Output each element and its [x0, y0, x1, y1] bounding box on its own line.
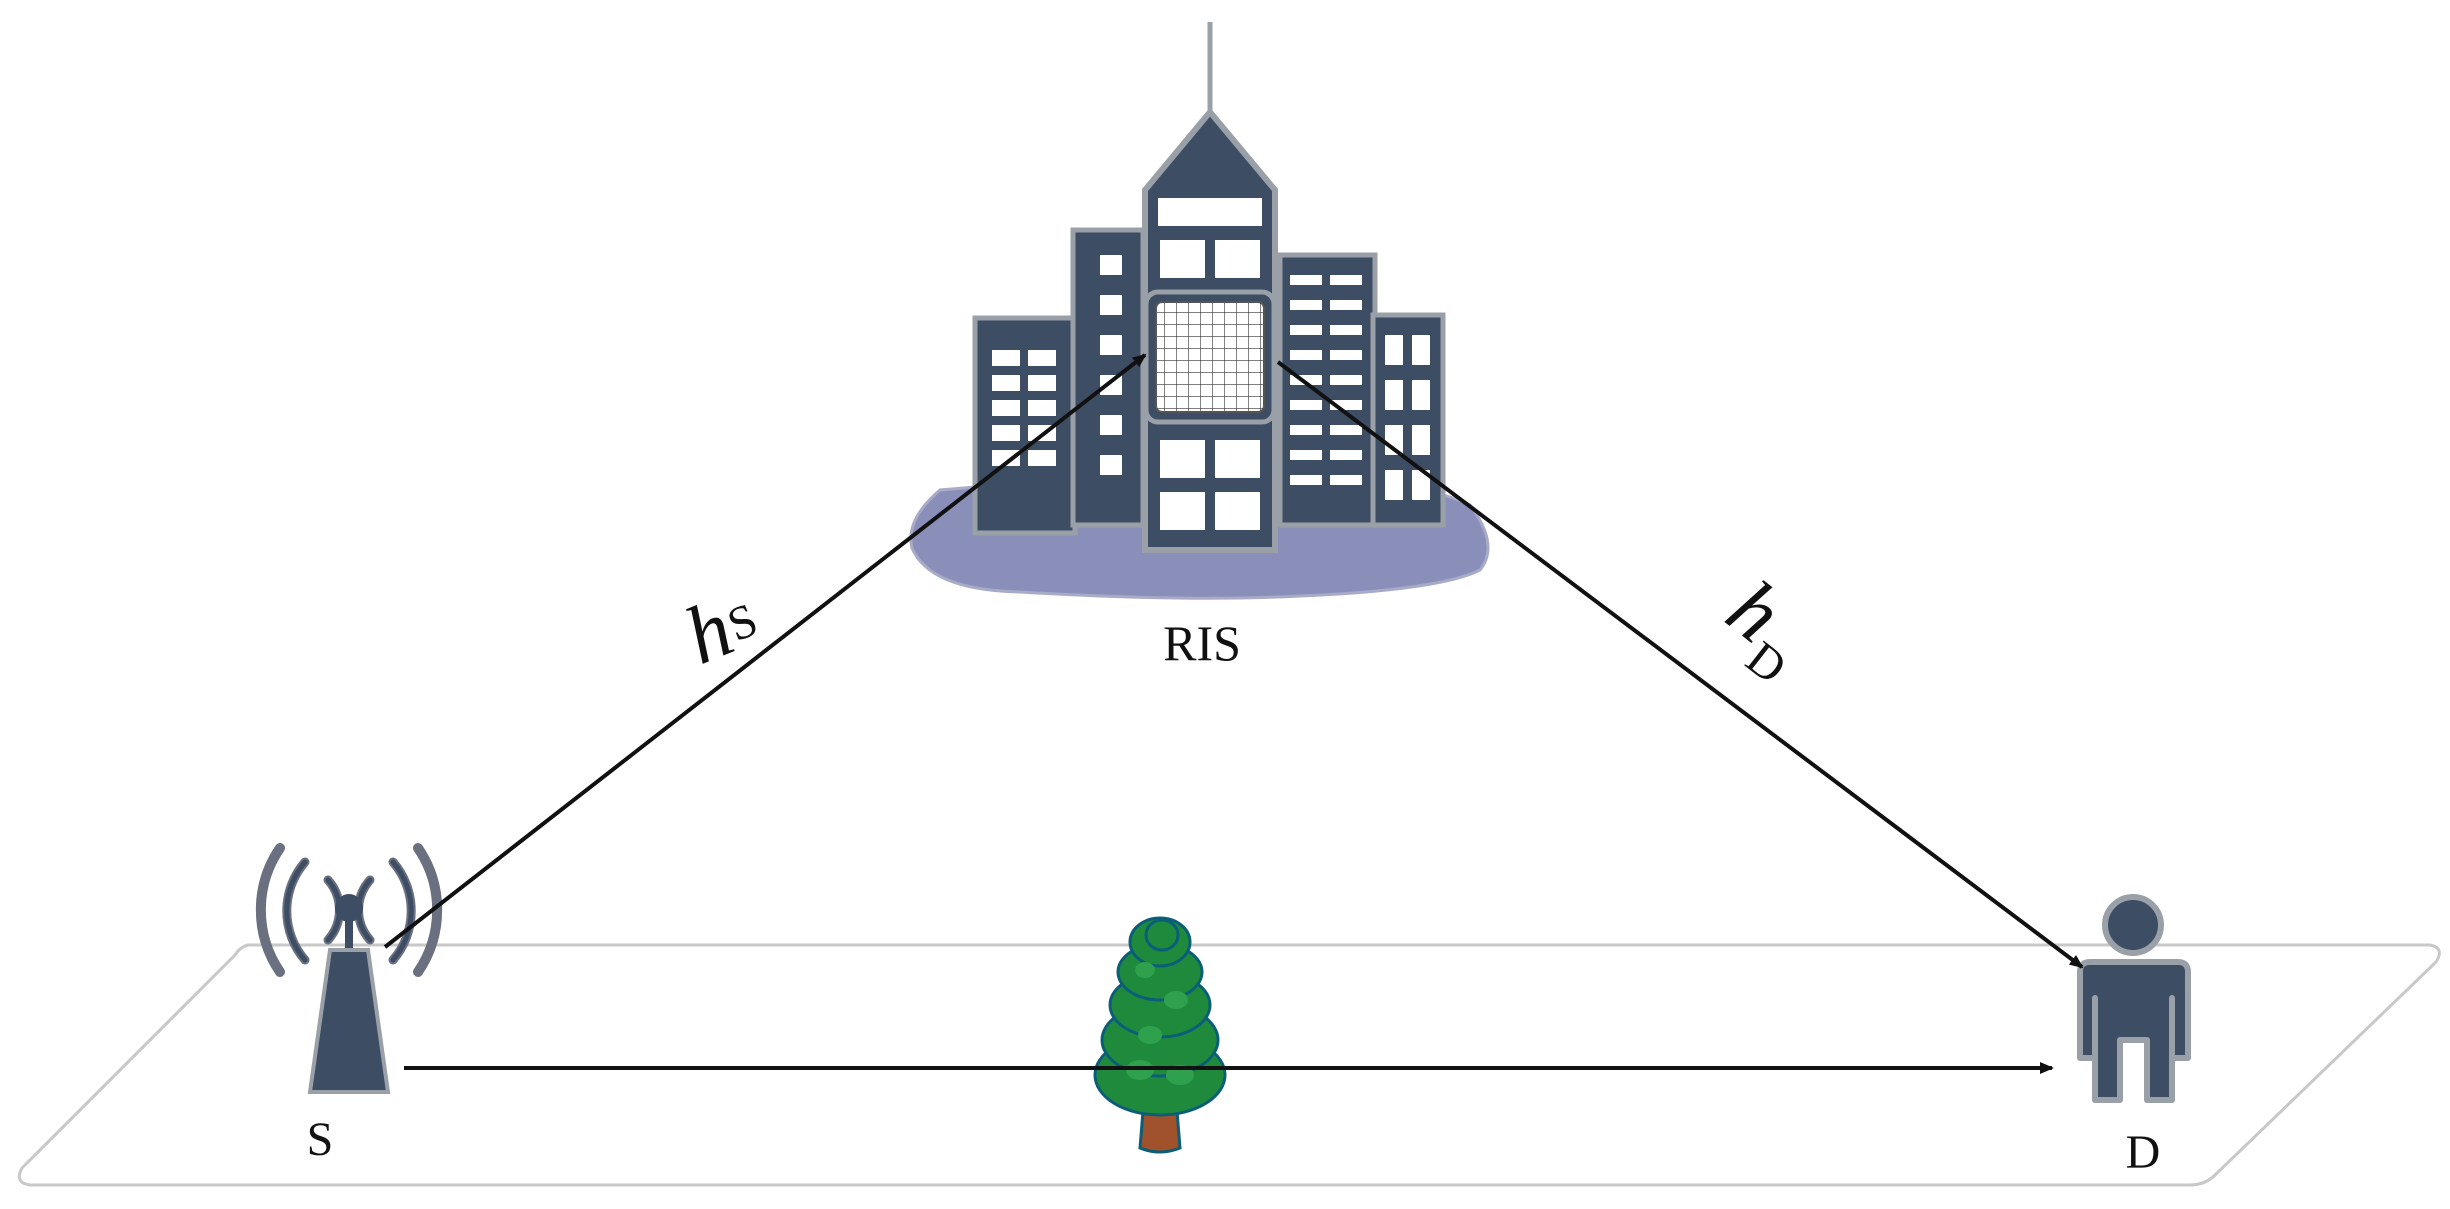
antenna-tower-icon: [255, 843, 443, 1094]
building-icon: [909, 22, 1490, 600]
ris-label: RIS: [1163, 615, 1241, 671]
arrow-source-to-ris: [383, 353, 1147, 949]
arrow-ris-to-destination: [1276, 360, 2084, 969]
ground-plane: [17, 943, 2441, 1187]
channel-label-hs: h S: [673, 582, 765, 682]
tree-icon: [1093, 916, 1227, 1154]
channel-label-hd: h D: [1711, 562, 1799, 694]
ris-panel-icon: [1143, 289, 1277, 425]
destination-label: D: [2126, 1126, 2161, 1179]
person-icon: [2077, 894, 2191, 1103]
source-label: S: [307, 1113, 334, 1166]
